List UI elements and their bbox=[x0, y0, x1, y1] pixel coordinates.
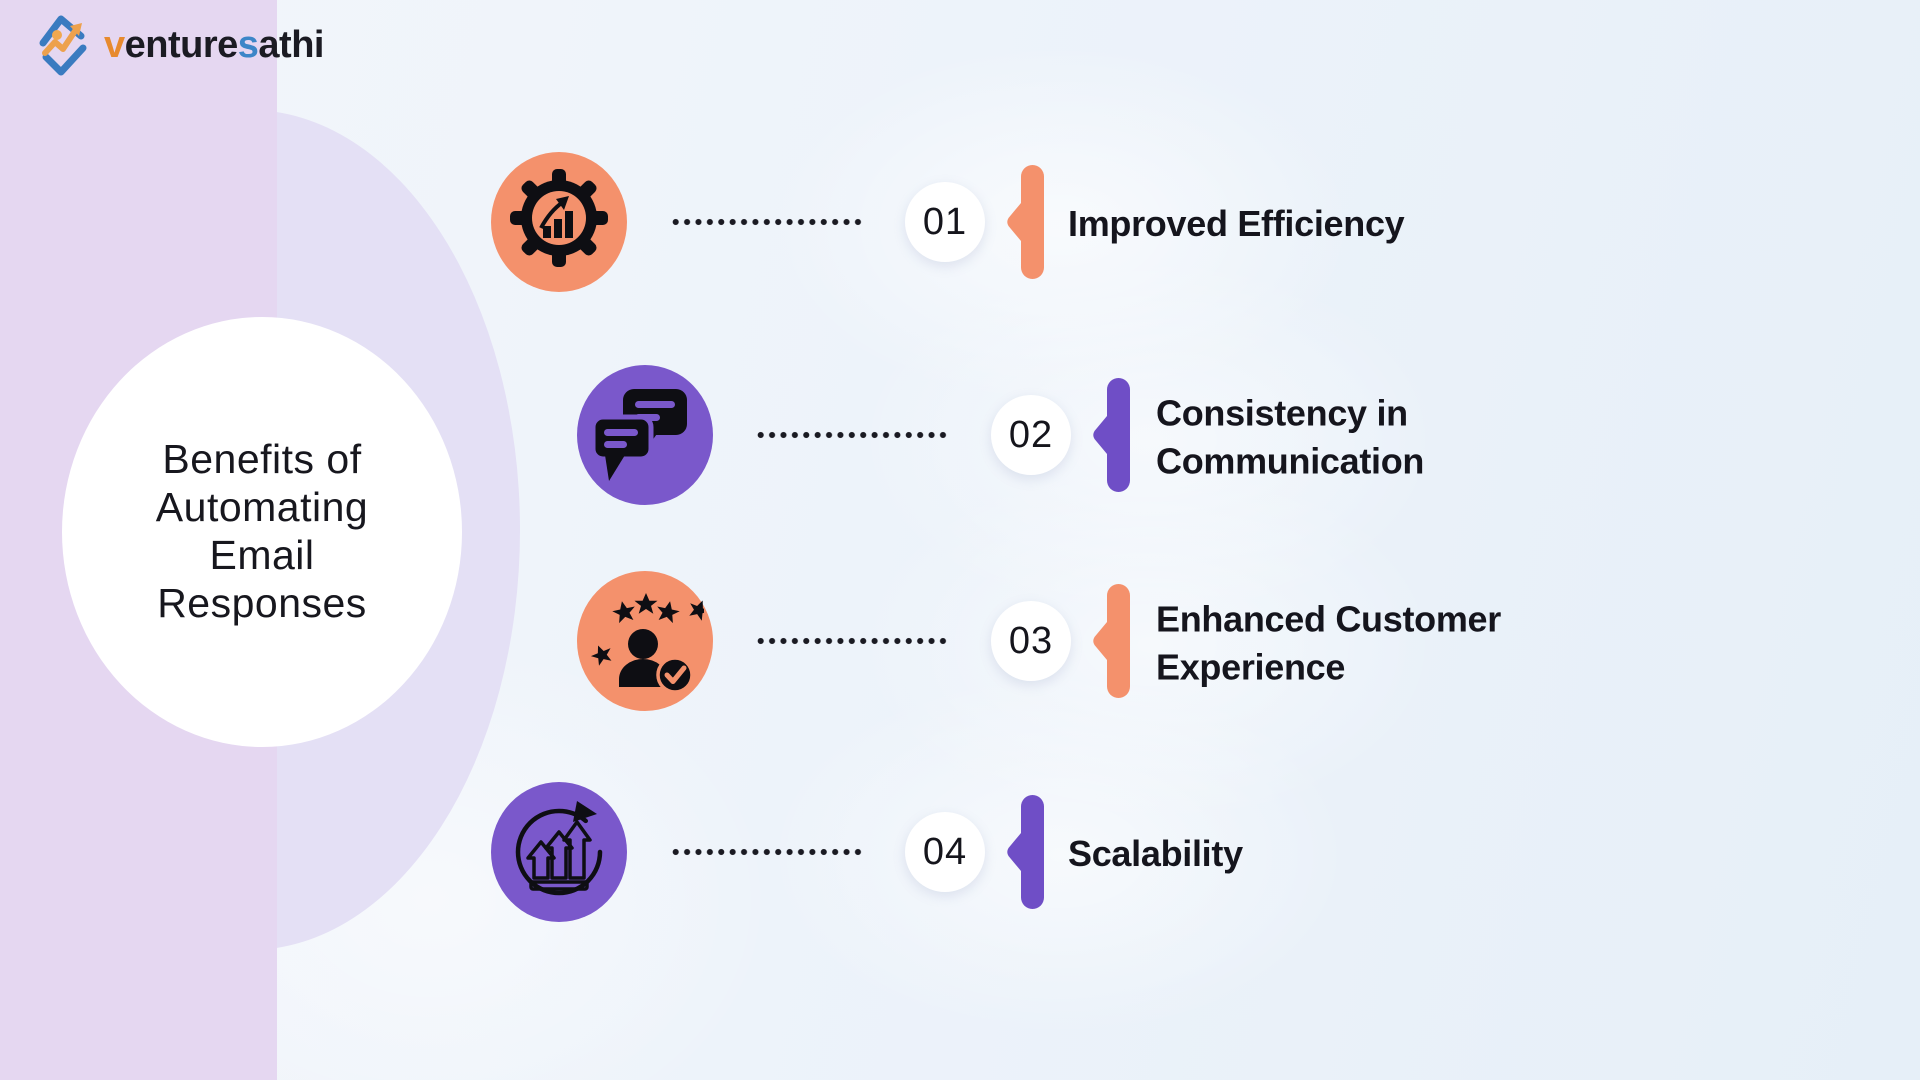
benefit-4-number: 04 bbox=[905, 812, 985, 892]
benefit-4-icon-blob bbox=[491, 782, 627, 922]
page-title: Benefits of Automating Email Responses bbox=[155, 436, 369, 626]
benefit-1-title: Improved Efficiency bbox=[1068, 203, 1405, 245]
benefit-3-icon-blob bbox=[577, 571, 713, 711]
customer-rating-icon bbox=[588, 593, 704, 694]
chat-bubbles-icon bbox=[590, 389, 687, 481]
brand-logo-icon bbox=[39, 15, 87, 76]
benefit-1-number: 01 bbox=[905, 182, 985, 262]
benefit-2-bracket bbox=[1093, 378, 1130, 492]
dotted-connector bbox=[755, 429, 950, 441]
benefit-4-title: Scalability bbox=[1068, 833, 1243, 875]
brand-seg-v: v bbox=[104, 24, 125, 66]
title-circle: Benefits of Automating Email Responses bbox=[62, 317, 462, 747]
brand-seg-athi: athi bbox=[258, 24, 324, 66]
dotted-connector bbox=[755, 635, 950, 647]
benefit-3-bracket bbox=[1093, 584, 1130, 698]
growth-cycle-icon bbox=[515, 801, 603, 896]
benefit-4-bracket bbox=[1007, 795, 1044, 909]
benefit-2-title: Consistency in Communication bbox=[1156, 392, 1425, 481]
benefit-3-number: 03 bbox=[991, 601, 1071, 681]
dotted-connector bbox=[670, 216, 865, 228]
benefit-3-title: Enhanced Customer Experience bbox=[1156, 598, 1501, 687]
brand-seg-enture: enture bbox=[124, 24, 239, 66]
benefit-3-number-label: 03 bbox=[1008, 619, 1054, 662]
dotted-connector bbox=[670, 846, 865, 858]
benefit-1-bracket bbox=[1007, 165, 1044, 279]
brand-logo: venturesathi bbox=[36, 12, 324, 78]
benefit-4-number-label: 04 bbox=[922, 830, 968, 873]
brand-seg-s: s bbox=[237, 24, 259, 66]
benefit-1-number-label: 01 bbox=[922, 200, 968, 243]
benefit-2-number-label: 02 bbox=[1008, 413, 1054, 456]
benefit-2-number: 02 bbox=[991, 395, 1071, 475]
gear-growth-icon bbox=[510, 169, 608, 267]
benefit-2-icon-blob bbox=[577, 365, 713, 505]
brand-wordmark: venturesathi bbox=[104, 26, 324, 64]
benefit-1-icon-blob bbox=[491, 152, 627, 292]
